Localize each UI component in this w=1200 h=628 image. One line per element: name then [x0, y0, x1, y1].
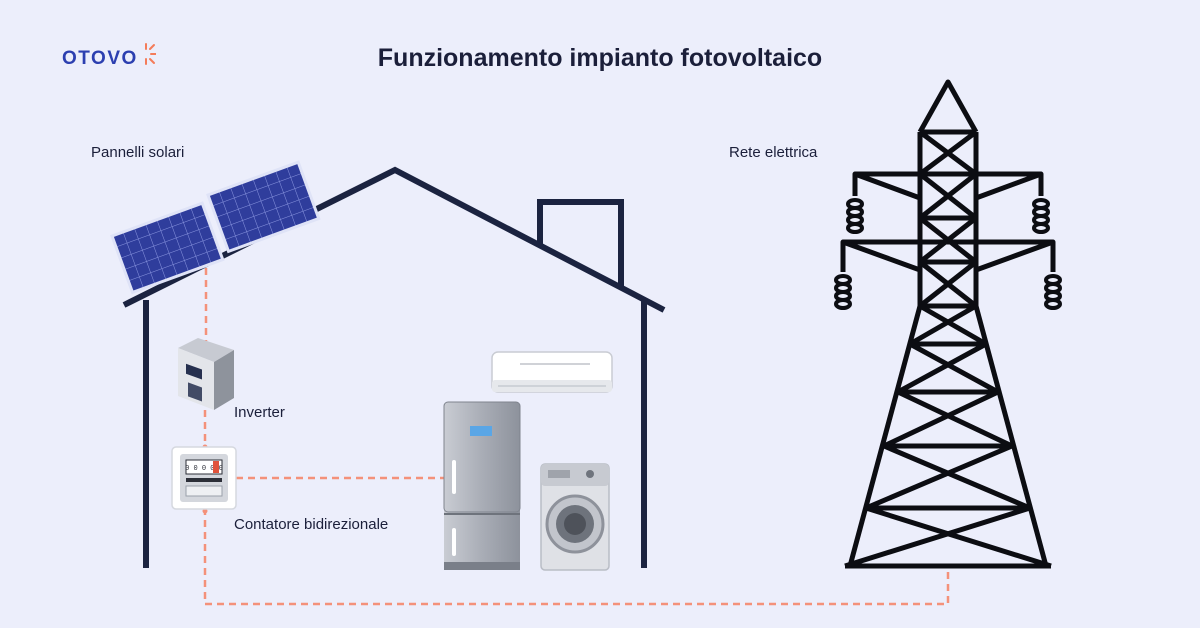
insulator-icon	[834, 198, 1062, 310]
meter-display-text: 0 0 0 0 0	[185, 465, 223, 473]
bidirectional-meter-icon[interactable]: 0 0 0 0 0	[171, 446, 237, 510]
page-title: Funzionamento impianto fotovoltaico	[377, 44, 823, 72]
air-conditioner-icon[interactable]	[491, 351, 613, 393]
label-solar-panels: Pannelli solari	[91, 144, 185, 161]
fridge-icon[interactable]	[443, 401, 521, 570]
solar-panel-icon[interactable]	[110, 160, 321, 295]
label-grid: Rete elettrica	[729, 144, 818, 161]
meter-to-grid-line	[203, 508, 950, 606]
power-pylon-icon[interactable]	[840, 79, 1056, 569]
washing-machine-icon[interactable]	[540, 463, 610, 571]
logo-text: OTOVO	[62, 48, 138, 69]
otovo-logo[interactable]: OTOVO	[62, 43, 156, 70]
connection-lines	[203, 268, 950, 606]
label-inverter: Inverter	[234, 404, 285, 421]
label-meter: Contatore bidirezionale	[234, 516, 389, 533]
inverter-icon[interactable]	[178, 338, 234, 410]
logo-spark-icon	[144, 43, 156, 65]
